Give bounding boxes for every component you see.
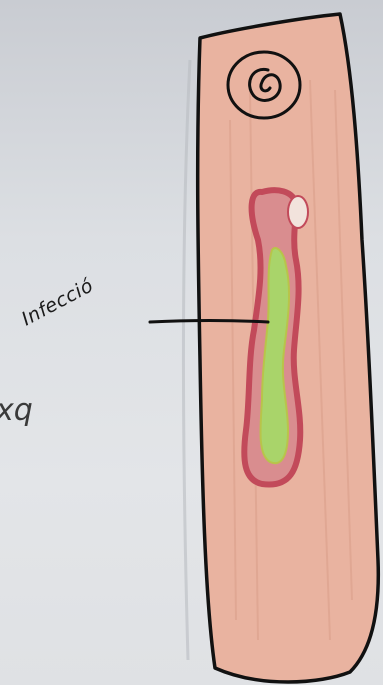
pointer-line — [150, 321, 268, 323]
infection-pocket — [288, 196, 308, 228]
paper-shadow — [183, 60, 190, 660]
infection-label: Infecció — [18, 274, 97, 330]
partial-handwriting: xq — [0, 393, 33, 428]
